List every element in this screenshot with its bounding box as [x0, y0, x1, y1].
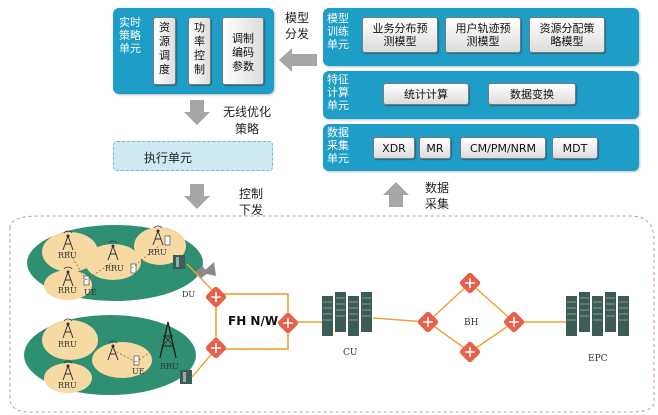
feature-compute-unit: 特征计算单元 统计计算 数据变换 — [323, 71, 639, 119]
resource-allocation-model-button[interactable]: 资源分配策略模型 — [529, 17, 605, 53]
modulation-coding-button[interactable]: 调制编码参数 — [222, 17, 264, 85]
control-dispatch-label: 控制下发 — [238, 187, 263, 217]
fh-nw-label: FH N/W — [228, 314, 279, 328]
rru-label-6: RRU — [58, 381, 77, 390]
data-transform-button[interactable]: 数据变换 — [488, 83, 576, 105]
bh-label: BH — [464, 318, 479, 328]
realtime-policy-unit-label: 实时策略单元 — [119, 16, 141, 55]
resource-scheduling-button[interactable]: 资源调度 — [153, 17, 176, 85]
model-dispatch-label: 模型分发 — [284, 11, 309, 41]
data-collection-unit: 数据采集单元 XDR MR CM/PM/NRM MDT — [323, 124, 639, 171]
du-label-1: DU — [182, 290, 196, 299]
power-control-button[interactable]: 功率控制 — [188, 17, 211, 85]
epc-label: EPC — [588, 354, 608, 364]
model-training-unit: 模型训练单元 业务分布预测模型 用户轨迹预测模型 资源分配策略模型 — [323, 8, 639, 66]
collect-up-arrow — [383, 182, 409, 207]
rru-label-1: RRU — [58, 251, 77, 260]
xdr-button[interactable]: XDR — [373, 137, 415, 159]
statistics-compute-button[interactable]: 统计计算 — [383, 83, 469, 105]
model-training-unit-label: 模型训练单元 — [327, 12, 349, 51]
realtime-policy-unit: 实时策略单元 资源调度 功率控制 调制编码参数 — [113, 8, 274, 94]
mdt-button[interactable]: MDT — [552, 137, 598, 159]
control-down-arrow — [184, 184, 210, 209]
data-collection-unit-label: 数据采集单元 — [327, 126, 349, 165]
cm-pm-nrm-button[interactable]: CM/PM/NRM — [460, 137, 546, 159]
ue-label-2: UE — [132, 367, 145, 376]
user-trajectory-model-button[interactable]: 用户轨迹预测模型 — [445, 17, 521, 53]
rru-label-4: RRU — [58, 286, 77, 295]
strategy-down-arrow — [184, 100, 210, 125]
model-dispatch-arrow — [279, 48, 317, 72]
feature-compute-unit-label: 特征计算单元 — [327, 73, 349, 112]
rru-label-7: RRU — [160, 362, 179, 371]
network-region-border — [9, 215, 655, 413]
cu-label: CU — [343, 348, 358, 358]
mr-button[interactable]: MR — [419, 137, 451, 159]
data-collect-label: 数据采集 — [424, 181, 449, 211]
traffic-distribution-model-button[interactable]: 业务分布预测模型 — [362, 17, 438, 53]
ue-label-1: UE — [84, 288, 97, 297]
execution-unit: 执行单元 — [113, 141, 273, 171]
rru-label-5: RRU — [58, 340, 77, 349]
wireless-strategy-label: 无线优化策略 — [222, 105, 271, 136]
rru-label-2: RRU — [105, 264, 124, 273]
rru-label-3: RRU — [148, 248, 167, 257]
execution-unit-label: 执行单元 — [144, 151, 193, 165]
